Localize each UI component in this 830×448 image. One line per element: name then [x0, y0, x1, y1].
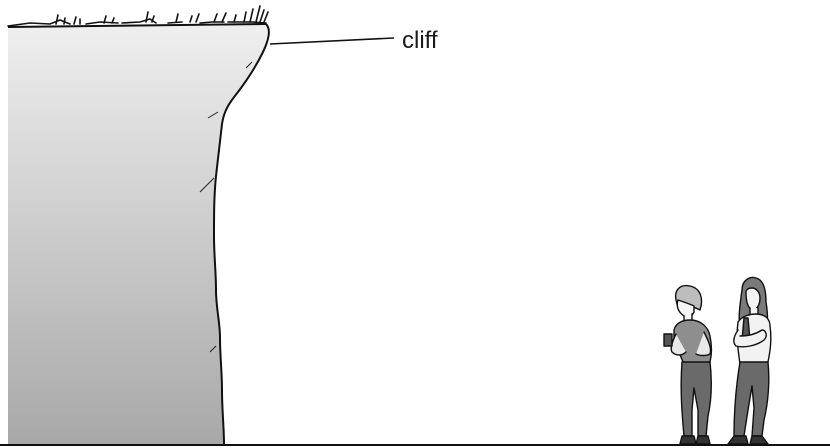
person-right [727, 276, 772, 445]
notebook-icon [663, 333, 673, 347]
cliff-face [8, 24, 269, 444]
cliff-label-leader [269, 37, 395, 45]
cliff-edge-line [212, 23, 270, 445]
person-left-arm-front [670, 333, 687, 356]
person-left-shoe-right [695, 435, 711, 445]
cliff-crack-2 [207, 111, 219, 119]
person-left [663, 284, 713, 445]
person-right-shoe-left [727, 435, 749, 445]
person-left-arm-back [695, 331, 712, 357]
person-right-arms [733, 329, 767, 348]
grass-tufts [7, 5, 269, 27]
cliff-top-edge [7, 23, 267, 28]
person-right-pants [733, 361, 770, 437]
person-right-face [745, 287, 761, 311]
cliff-crack-3 [199, 177, 215, 193]
person-left-pants [680, 361, 713, 437]
cliff-label: cliff [402, 27, 438, 54]
person-right-shoe-right [749, 435, 769, 445]
cliff-crack-4 [209, 345, 217, 353]
person-left-shoe-left [679, 435, 697, 445]
cliff-crack-1 [245, 61, 253, 69]
